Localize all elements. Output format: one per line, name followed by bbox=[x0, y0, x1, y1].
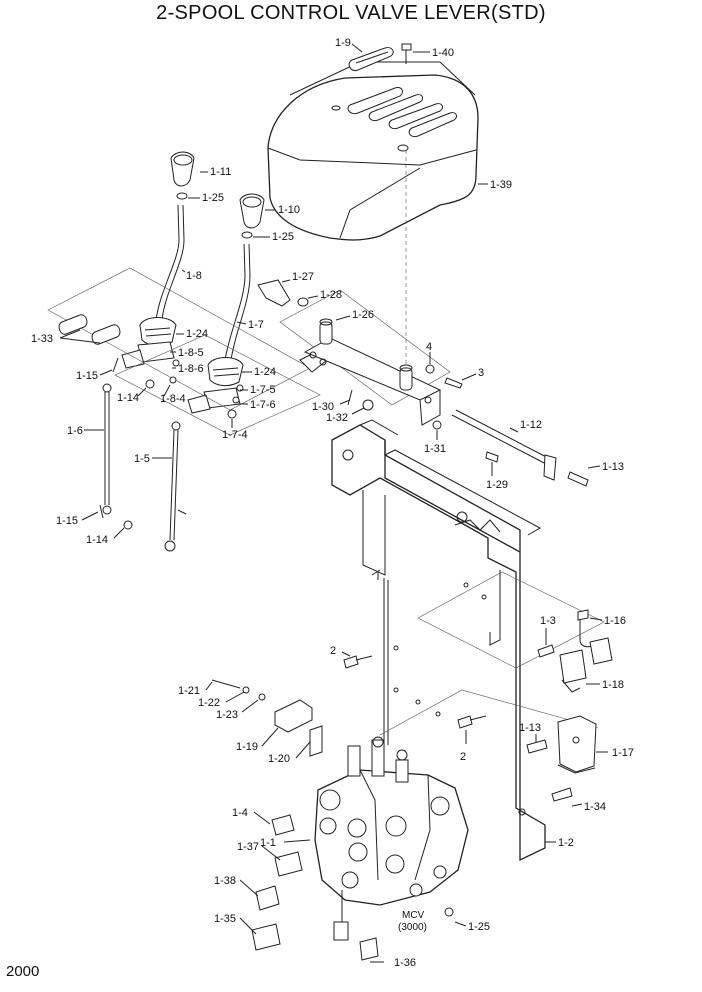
rod-1-5 bbox=[164, 421, 187, 552]
lever-1-8 bbox=[121, 151, 195, 369]
callout-2: 2 bbox=[460, 751, 466, 763]
callout-1-32: 1-32 bbox=[326, 412, 348, 424]
callout-1-40: 1-40 bbox=[432, 47, 454, 59]
callout-1-7-4: 1-7-4 bbox=[222, 429, 248, 441]
callout-1-16: 1-16 bbox=[604, 615, 626, 627]
callout-1-5: 1-5 bbox=[134, 453, 150, 465]
callout-1-39: 1-39 bbox=[490, 179, 512, 191]
callout-1-25: 1-25 bbox=[202, 192, 224, 204]
callout-1-15: 1-15 bbox=[76, 370, 98, 382]
callout-1-17: 1-17 bbox=[612, 747, 634, 759]
page-number: 2000 bbox=[6, 963, 40, 980]
callout-1-7-6: 1-7-6 bbox=[250, 399, 276, 411]
callout-1-27: 1-27 bbox=[292, 271, 314, 283]
switch-1-18 bbox=[559, 620, 613, 693]
bracket-1-17 bbox=[557, 715, 597, 774]
leader-lines bbox=[59, 43, 608, 963]
callout-1-2: 1-2 bbox=[558, 837, 574, 849]
callout-1-25: 1-25 bbox=[272, 231, 294, 243]
callout-1-29: 1-29 bbox=[486, 479, 508, 491]
callout-1-21: 1-21 bbox=[178, 685, 200, 697]
bracket-1-26 bbox=[279, 289, 451, 426]
callout-1-8-6: 1-8-6 bbox=[178, 363, 204, 375]
callout-1-38: 1-38 bbox=[214, 875, 236, 887]
callout-1-24: 1-24 bbox=[254, 366, 276, 378]
mounting-plate-1-2 bbox=[331, 419, 546, 862]
callout-1-3: 1-3 bbox=[540, 615, 556, 627]
rod-1-6 bbox=[99, 383, 112, 519]
callout-1-35: 1-35 bbox=[214, 913, 236, 925]
callout-1-8-5: 1-8-5 bbox=[178, 347, 204, 359]
callout-1-8: 1-8 bbox=[186, 270, 202, 282]
callout-1-34: 1-34 bbox=[584, 801, 606, 813]
page-title: 2-SPOOL CONTROL VALVE LEVER(STD) bbox=[156, 2, 546, 24]
control-valve-mcv bbox=[314, 736, 469, 941]
lever-1-7 bbox=[187, 193, 265, 414]
callout-1-9: 1-9 bbox=[335, 37, 351, 49]
rod-1-12 bbox=[451, 409, 557, 481]
callout-1-14: 1-14 bbox=[86, 534, 108, 546]
callout-1-13: 1-13 bbox=[602, 461, 624, 473]
callout-1-24: 1-24 bbox=[186, 328, 208, 340]
callout-1-10: 1-10 bbox=[278, 204, 300, 216]
callout-1-4: 1-4 bbox=[232, 807, 248, 819]
callout-1-19: 1-19 bbox=[236, 741, 258, 753]
callout-2: 2 bbox=[330, 645, 336, 657]
callout-1-6: 1-6 bbox=[67, 425, 83, 437]
bushings-1-33 bbox=[58, 314, 121, 345]
callout-1-14: 1-14 bbox=[117, 392, 139, 404]
callout-1-8-4: 1-8-4 bbox=[160, 393, 186, 405]
callout-1-37: 1-37 bbox=[237, 841, 259, 853]
callout-1-13: 1-13 bbox=[519, 722, 541, 734]
callout-3: 3 bbox=[478, 367, 484, 379]
callout-1-7-5: 1-7-5 bbox=[250, 384, 276, 396]
callout-1-31: 1-31 bbox=[424, 443, 446, 455]
callout-1-18: 1-18 bbox=[602, 679, 624, 691]
callout-4: 4 bbox=[426, 341, 432, 353]
callout-1-23: 1-23 bbox=[216, 709, 238, 721]
callout-1-12: 1-12 bbox=[520, 419, 542, 431]
callout-1-11: 1-11 bbox=[210, 166, 231, 178]
callout-1-20: 1-20 bbox=[268, 753, 290, 765]
callout-1-15: 1-15 bbox=[56, 515, 78, 527]
callout-1-1: 1-1 bbox=[260, 837, 276, 849]
callout-1-33: 1-33 bbox=[31, 333, 53, 345]
callout-1-26: 1-26 bbox=[352, 309, 374, 321]
mcv-pressure-label: (3000) bbox=[398, 922, 427, 933]
callout-1-7: 1-7 bbox=[248, 319, 264, 331]
cover-part bbox=[267, 43, 479, 241]
callout-1-30: 1-30 bbox=[312, 401, 334, 413]
mcv-label: MCV bbox=[402, 910, 425, 921]
callout-1-28: 1-28 bbox=[320, 289, 342, 301]
callout-1-25: 1-25 bbox=[468, 921, 490, 933]
callout-1-22: 1-22 bbox=[198, 697, 220, 709]
callout-1-36: 1-36 bbox=[394, 957, 416, 969]
